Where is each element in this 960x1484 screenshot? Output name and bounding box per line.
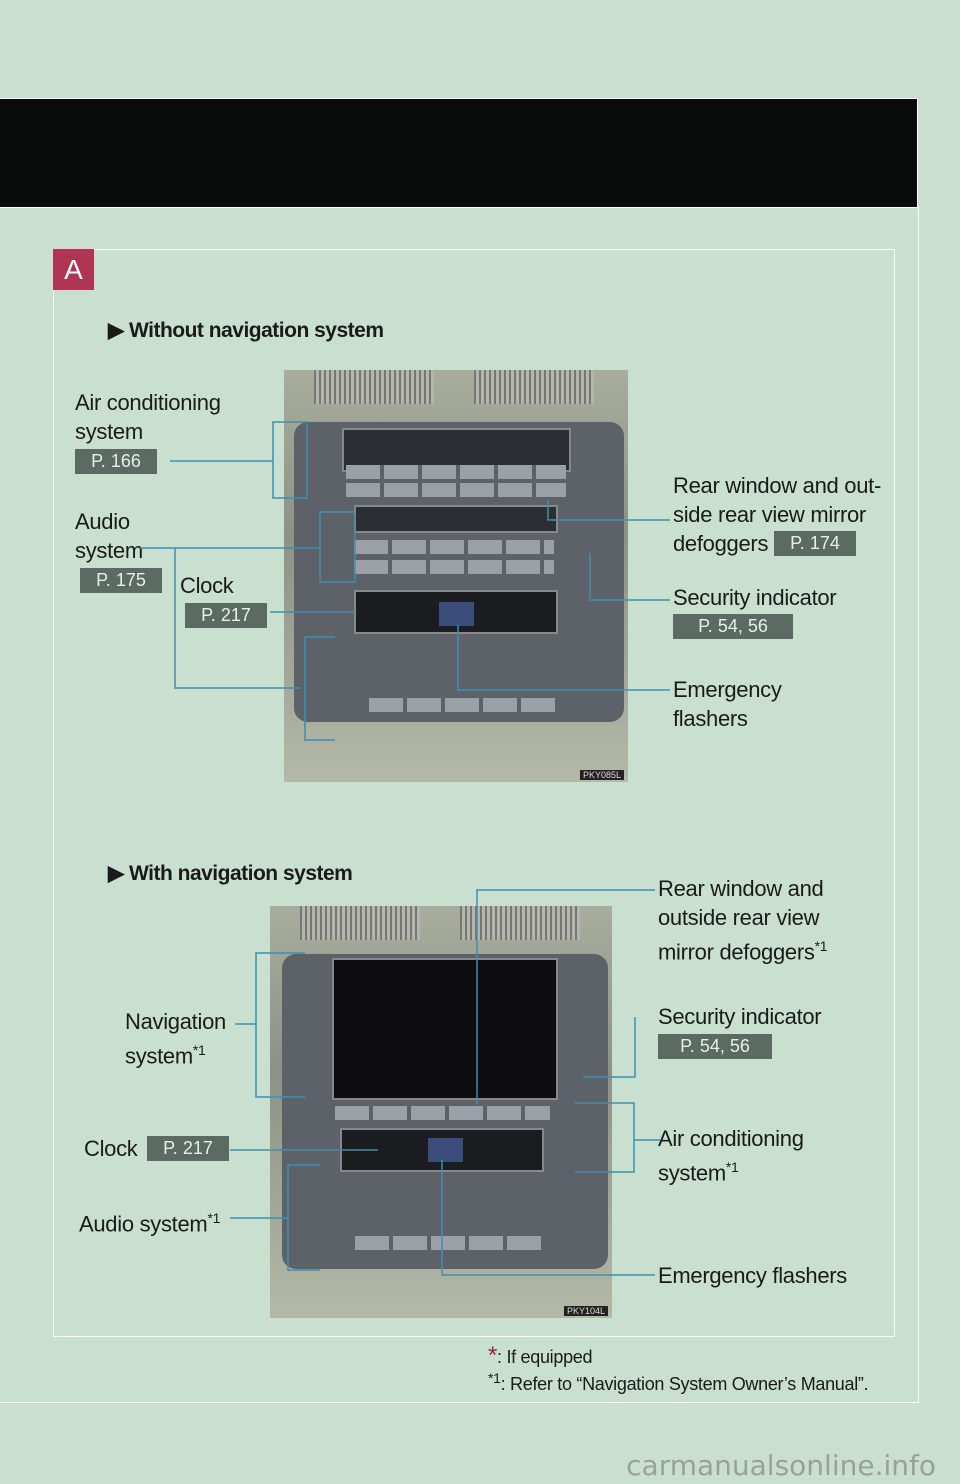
ref-clock: P. 217 bbox=[147, 1136, 229, 1161]
label-security-indicator: Security indicator bbox=[658, 1004, 822, 1029]
label-navigation-system: Navigation system*1 bbox=[125, 1009, 226, 1069]
ref-security-indicator: P. 54, 56 bbox=[658, 1034, 772, 1059]
figure-frame bbox=[53, 249, 895, 1337]
label-clock: Clock bbox=[180, 573, 234, 598]
section-title-with-nav: ▶ With navigation system bbox=[108, 862, 353, 885]
label-audio-system: Audio system*1 bbox=[79, 1210, 221, 1237]
page-frame bbox=[0, 206, 919, 1403]
watermark: carmanualsonline.info bbox=[626, 1449, 936, 1482]
label-clock: Clock bbox=[84, 1136, 138, 1161]
footnote-if-equipped: *: If equipped bbox=[488, 1342, 593, 1369]
ref-clock: P. 217 bbox=[185, 603, 267, 628]
label-emergency-flashers: Emergency flashers bbox=[673, 677, 782, 731]
section-title-without-nav: ▶ Without navigation system bbox=[108, 319, 384, 342]
label-rear-defoggers: Rear window and out-side rear view mirro… bbox=[673, 473, 882, 556]
label-air-conditioning: Air conditioning system bbox=[75, 390, 221, 444]
image-code: PKY104L bbox=[563, 1306, 608, 1316]
ref-rear-defoggers: P. 174 bbox=[774, 531, 856, 556]
label-audio: Audio system bbox=[75, 509, 143, 563]
footnote-nav-manual: *1: Refer to “Navigation System Owner’s … bbox=[488, 1370, 869, 1394]
ref-air-conditioning: P. 166 bbox=[75, 449, 157, 474]
chapter-header-bar bbox=[0, 98, 918, 208]
triangle-icon: ▶ bbox=[108, 862, 129, 885]
label-security-indicator: Security indicator bbox=[673, 585, 837, 610]
figure-badge: A bbox=[53, 249, 94, 290]
triangle-icon: ▶ bbox=[108, 319, 129, 342]
image-code: PKY085L bbox=[579, 770, 624, 780]
console-photo-with-nav: PKY104L bbox=[270, 906, 612, 1318]
label-emergency-flashers: Emergency flashers bbox=[658, 1263, 848, 1288]
console-photo-without-nav: PKY085L bbox=[284, 370, 628, 782]
label-rear-defoggers: Rear window and outside rear view mirror… bbox=[658, 876, 828, 965]
label-air-conditioning: Air conditioning system*1 bbox=[658, 1126, 804, 1186]
ref-audio: P. 175 bbox=[80, 568, 162, 593]
ref-security-indicator: P. 54, 56 bbox=[673, 614, 793, 639]
